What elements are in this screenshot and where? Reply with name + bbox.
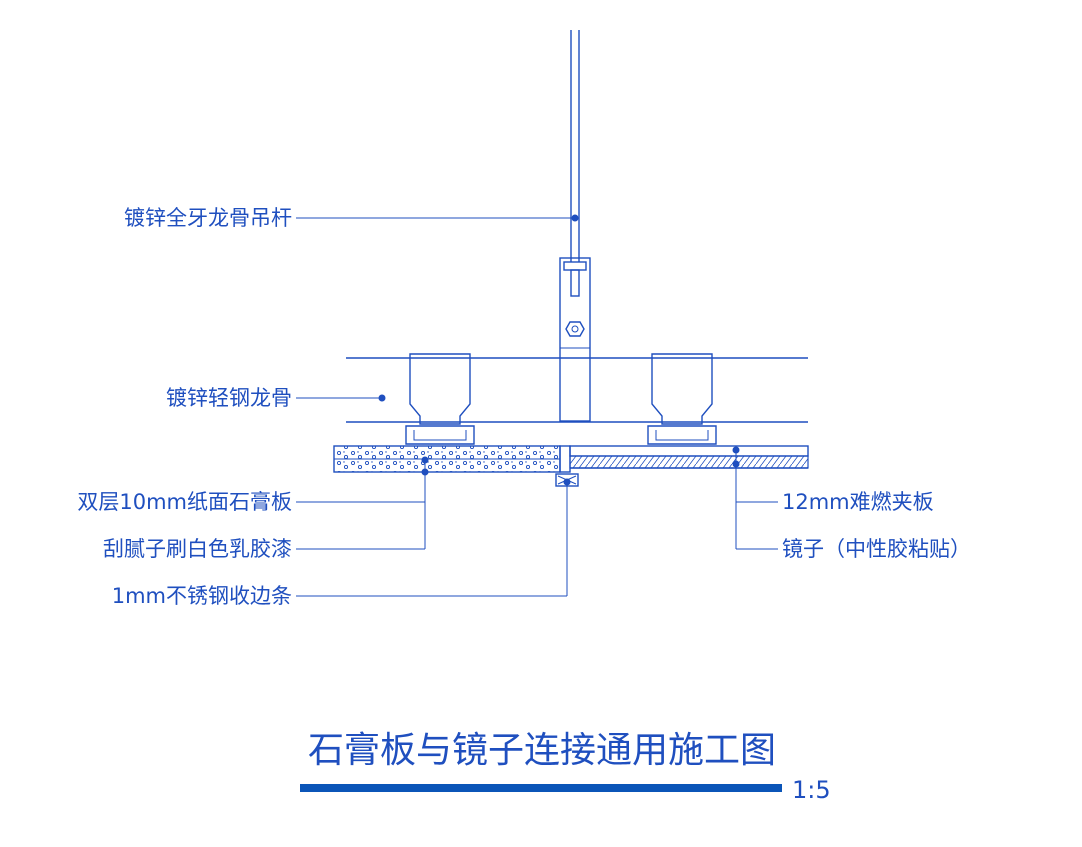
label-hanger-rod: 镀锌全牙龙骨吊杆 [124, 206, 292, 230]
threaded-hanger-rod [570, 30, 580, 262]
label-steel-keel: 镀锌轻钢龙骨 [166, 386, 292, 410]
label-gypsum-board: 双层10mm纸面石膏板 [77, 490, 292, 514]
leader-keel [296, 394, 386, 402]
hanger-clip [559, 257, 591, 422]
light-steel-keel [346, 357, 808, 423]
keel-channel-right [647, 353, 717, 445]
gypsum-board [333, 445, 561, 473]
title-underline [300, 784, 782, 792]
label-mirror: 镜子（中性胶粘贴） [782, 537, 971, 561]
scale-label: 1:5 [792, 776, 831, 804]
keel-channel-left [405, 353, 475, 445]
leader-mirror [732, 460, 778, 550]
leader-putty [296, 468, 429, 550]
drawing-title: 石膏板与镜子连接通用施工图 [308, 730, 776, 771]
fire-retardant-board [569, 445, 809, 469]
label-putty-paint: 刮腻子刷白色乳胶漆 [103, 537, 292, 561]
leader-rod [296, 214, 579, 222]
leader-edge-strip [296, 478, 571, 597]
label-fire-board: 12mm难燃夹板 [782, 490, 934, 514]
leader-fire-board [732, 446, 778, 503]
label-edge-strip: 1mm不锈钢收边条 [112, 584, 292, 608]
